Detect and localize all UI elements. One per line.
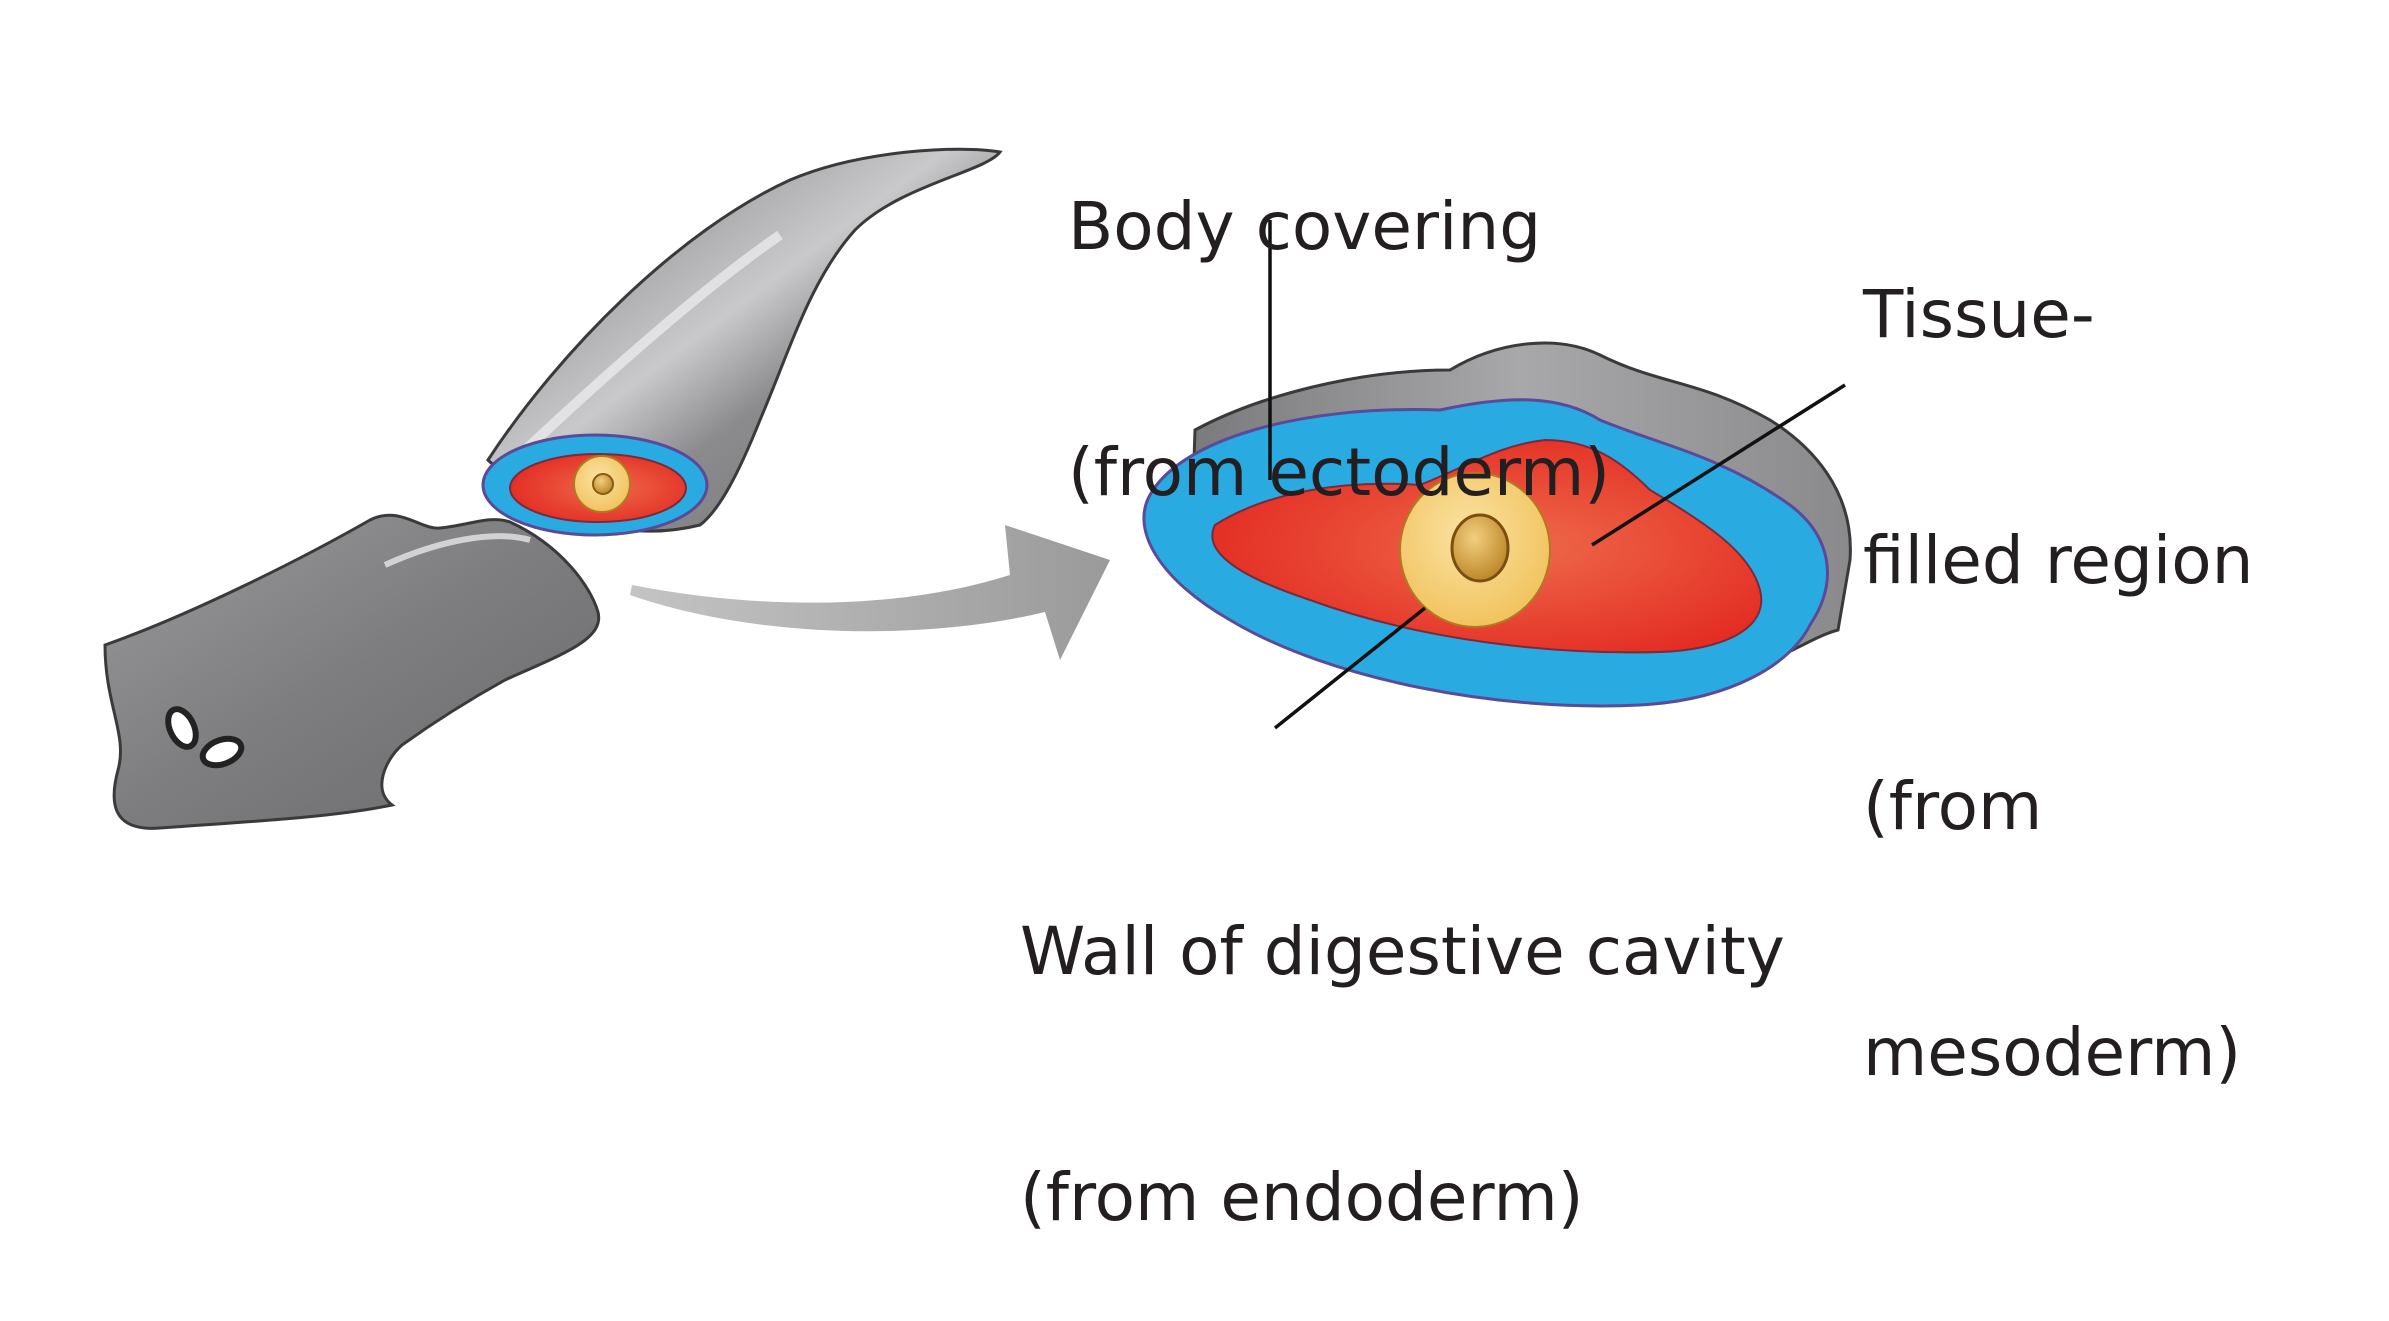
left-eyespot — [165, 706, 199, 750]
worm-head-section — [103, 513, 601, 830]
digestive-wall-line1: Wall of digestive cavity — [1020, 913, 1785, 990]
worm-tail-section — [481, 147, 1003, 537]
body-plan-diagram — [103, 147, 1852, 830]
magnify-arrow — [630, 525, 1110, 660]
tissue-filled-label: Tissue- filled region (from mesoderm) — [1863, 110, 2253, 1176]
cross-section-enlarged — [1142, 341, 1852, 708]
small-gut-cavity — [592, 473, 614, 495]
body-covering-line1: Body covering — [1068, 188, 1542, 265]
right-eyespot — [199, 735, 245, 769]
digestive-wall-label: Wall of digestive cavity (from endoderm) — [1020, 747, 1785, 1321]
tissue-filled-line4: mesoderm) — [1863, 1014, 2242, 1091]
digestive-cavity — [1450, 513, 1510, 583]
digestive-wall-line2: (from endoderm) — [1020, 1159, 1584, 1236]
body-covering-line2: (from ectoderm) — [1068, 434, 1610, 511]
tissue-filled-line1: Tissue- — [1863, 276, 2095, 353]
leader-tissue-filled — [1591, 383, 1846, 547]
leader-digestive-wall — [1273, 606, 1427, 730]
tissue-filled-line3: (from — [1863, 768, 2043, 845]
body-covering-label: Body covering (from ectoderm) — [1068, 22, 1610, 596]
tissue-filled-line2: filled region — [1863, 522, 2254, 599]
